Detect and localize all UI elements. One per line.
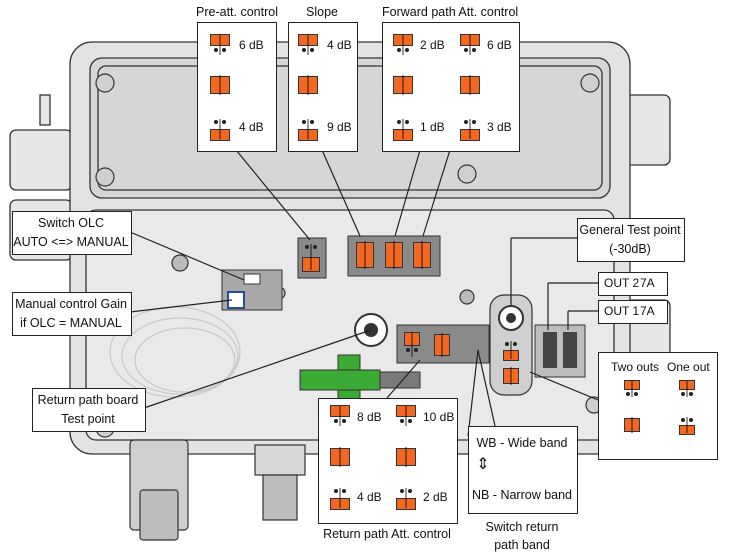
jumper-icon [298, 118, 318, 141]
forward-att-value: 2 dB [420, 38, 445, 52]
slope-top-value: 4 dB [327, 38, 352, 52]
bottom-connectors [129, 439, 306, 541]
olc-switch-slider [243, 273, 261, 285]
pre-att-box [197, 22, 277, 152]
out2-amps: 7A [640, 276, 655, 290]
pre-att-bottom-value: 4 dB [239, 120, 264, 134]
jumper-icon [503, 340, 519, 361]
band-arrow-icon: ⇕ [476, 456, 490, 473]
jumper-icon [330, 487, 350, 510]
leader-line [235, 149, 311, 241]
output-switch-module [534, 324, 586, 378]
leader-line [477, 349, 496, 427]
jumper-icon [624, 380, 640, 398]
leader-line [529, 371, 599, 401]
jumper-icon [396, 446, 416, 468]
leader-line [143, 329, 372, 409]
switch-olc-line1: Switch OLC [38, 216, 104, 230]
return-att-title: Return path Att. control [323, 527, 451, 541]
band-narrow-label: NB - Narrow band [471, 488, 573, 502]
out1-box [598, 300, 668, 324]
outs-panel [598, 352, 718, 460]
manual-gain-line2: if OLC = MANUAL [20, 316, 122, 330]
jumper-icon [460, 74, 480, 96]
return-board-box [32, 388, 146, 432]
jumper-icon [393, 74, 413, 96]
out2-label: OUT 2 [604, 276, 640, 290]
switch-olc-line2: AUTO <=> MANUAL [13, 235, 129, 249]
jumper-icon [210, 74, 230, 96]
out1-label: OUT 1 [604, 304, 640, 318]
jumper-icon [393, 118, 413, 141]
jumper-icon [210, 34, 230, 56]
leader-line [321, 149, 361, 237]
jumper-icon [298, 34, 318, 56]
return-board-line2: Test point [61, 412, 115, 426]
jumper-icon [298, 74, 318, 96]
slope-title: Slope [306, 5, 338, 19]
jumper-icon [385, 240, 403, 270]
jumper-icon [624, 416, 640, 434]
jumper-icon [210, 118, 230, 141]
jumper-icon [679, 380, 695, 398]
out2-box [598, 272, 668, 296]
forward-att-value: 1 dB [420, 120, 445, 134]
leader-line [129, 231, 245, 281]
leader-line [394, 149, 421, 237]
band-switch-box [468, 426, 578, 514]
band-wide-label: WB - Wide band [476, 436, 568, 450]
general-test-box [577, 218, 685, 262]
pre-att-top-value: 6 dB [239, 38, 264, 52]
jumper-icon [503, 366, 519, 386]
leader-line [386, 359, 421, 399]
jumper-icon [393, 34, 413, 56]
leader-line [422, 149, 451, 237]
one-out-label: One out [667, 360, 710, 374]
switch-olc-box [12, 211, 132, 255]
return-att-value: 10 dB [423, 410, 455, 424]
manual-gain-box [12, 292, 132, 336]
jumper-icon [330, 446, 350, 468]
band-caption-line2: path band [494, 538, 550, 552]
jumper-icon [679, 416, 695, 435]
general-test-line2: (-30dB) [609, 242, 651, 256]
return-att-value: 4 dB [357, 490, 382, 504]
manual-gain-line1: Manual control Gain [15, 297, 127, 311]
jumper-icon [413, 240, 431, 270]
green-connector [299, 354, 421, 401]
forward-att-value: 6 dB [487, 38, 512, 52]
leader-lines [129, 149, 599, 437]
jumper-icon [460, 118, 480, 141]
forward-att-value: 3 dB [487, 120, 512, 134]
two-outs-label: Two outs [611, 360, 660, 374]
jumper-icon [460, 34, 480, 56]
pre-att-title: Pre-att. control [196, 5, 278, 19]
jumper-icon [330, 405, 350, 427]
general-test-line1: General Test point [579, 223, 681, 237]
jumper-icon [396, 405, 416, 427]
return-att-value: 2 dB [423, 490, 448, 504]
return-att-value: 8 dB [357, 410, 382, 424]
forward-att-title: Forward path Att. control [382, 5, 519, 19]
jumper-icon [396, 487, 416, 510]
jumper-icon [356, 240, 374, 270]
leader-line [129, 299, 233, 313]
jumper-icon [404, 332, 420, 358]
leader-line [467, 349, 479, 437]
return-board-line1: Return path board [37, 393, 139, 407]
jumper-icon [434, 332, 450, 358]
slope-bottom-value: 9 dB [327, 120, 352, 134]
band-caption-line1: Switch return [485, 520, 559, 534]
jumper-icon [302, 243, 320, 272]
out1-amps: 7A [640, 304, 655, 318]
